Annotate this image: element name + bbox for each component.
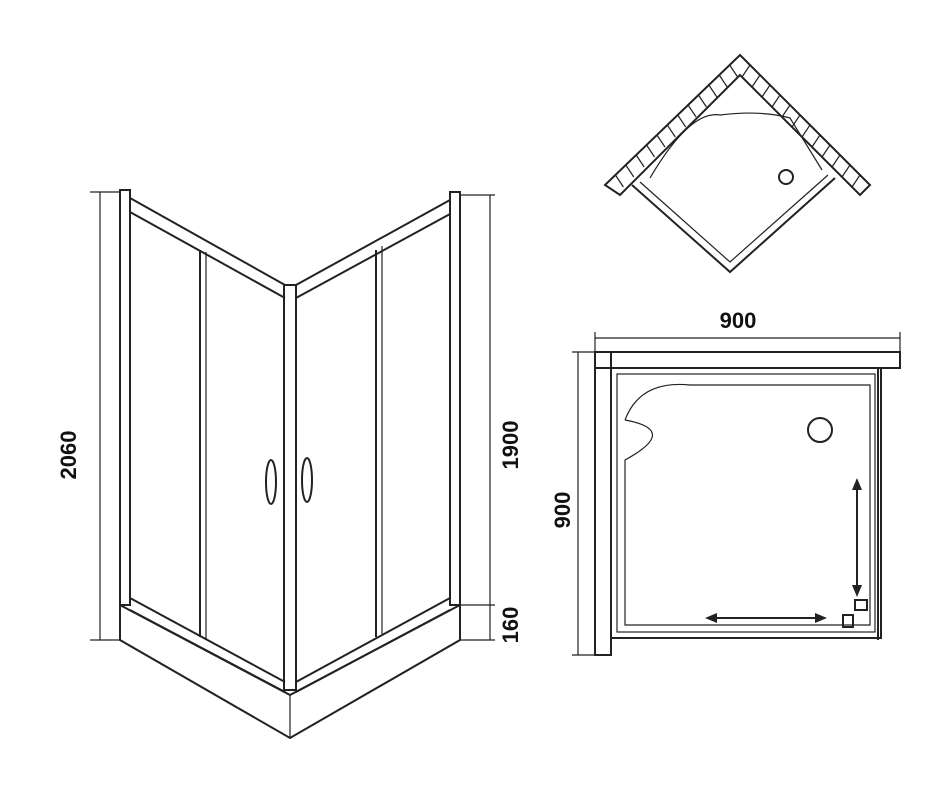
total-height-label: 2060 xyxy=(56,431,81,480)
sliding-arrow-horizontal xyxy=(705,613,827,623)
isometric-view: 2060 1900 160 xyxy=(56,189,523,740)
panel-height-label: 1900 xyxy=(498,421,523,470)
corner-plan-view xyxy=(603,53,872,274)
tray-height-label: 160 xyxy=(498,607,523,644)
drain-icon xyxy=(807,417,833,443)
top-plan-view: 900 900 xyxy=(550,308,901,656)
depth-label: 900 xyxy=(550,492,575,529)
tray xyxy=(119,603,461,740)
glass-panels xyxy=(199,246,383,640)
height-dimensions xyxy=(90,191,495,641)
width-label: 900 xyxy=(720,308,757,333)
door-handle-right xyxy=(301,457,313,503)
drain-icon xyxy=(778,169,794,185)
frame xyxy=(119,189,461,693)
sliding-arrow-vertical xyxy=(852,478,862,597)
door-handle-left xyxy=(265,459,277,505)
